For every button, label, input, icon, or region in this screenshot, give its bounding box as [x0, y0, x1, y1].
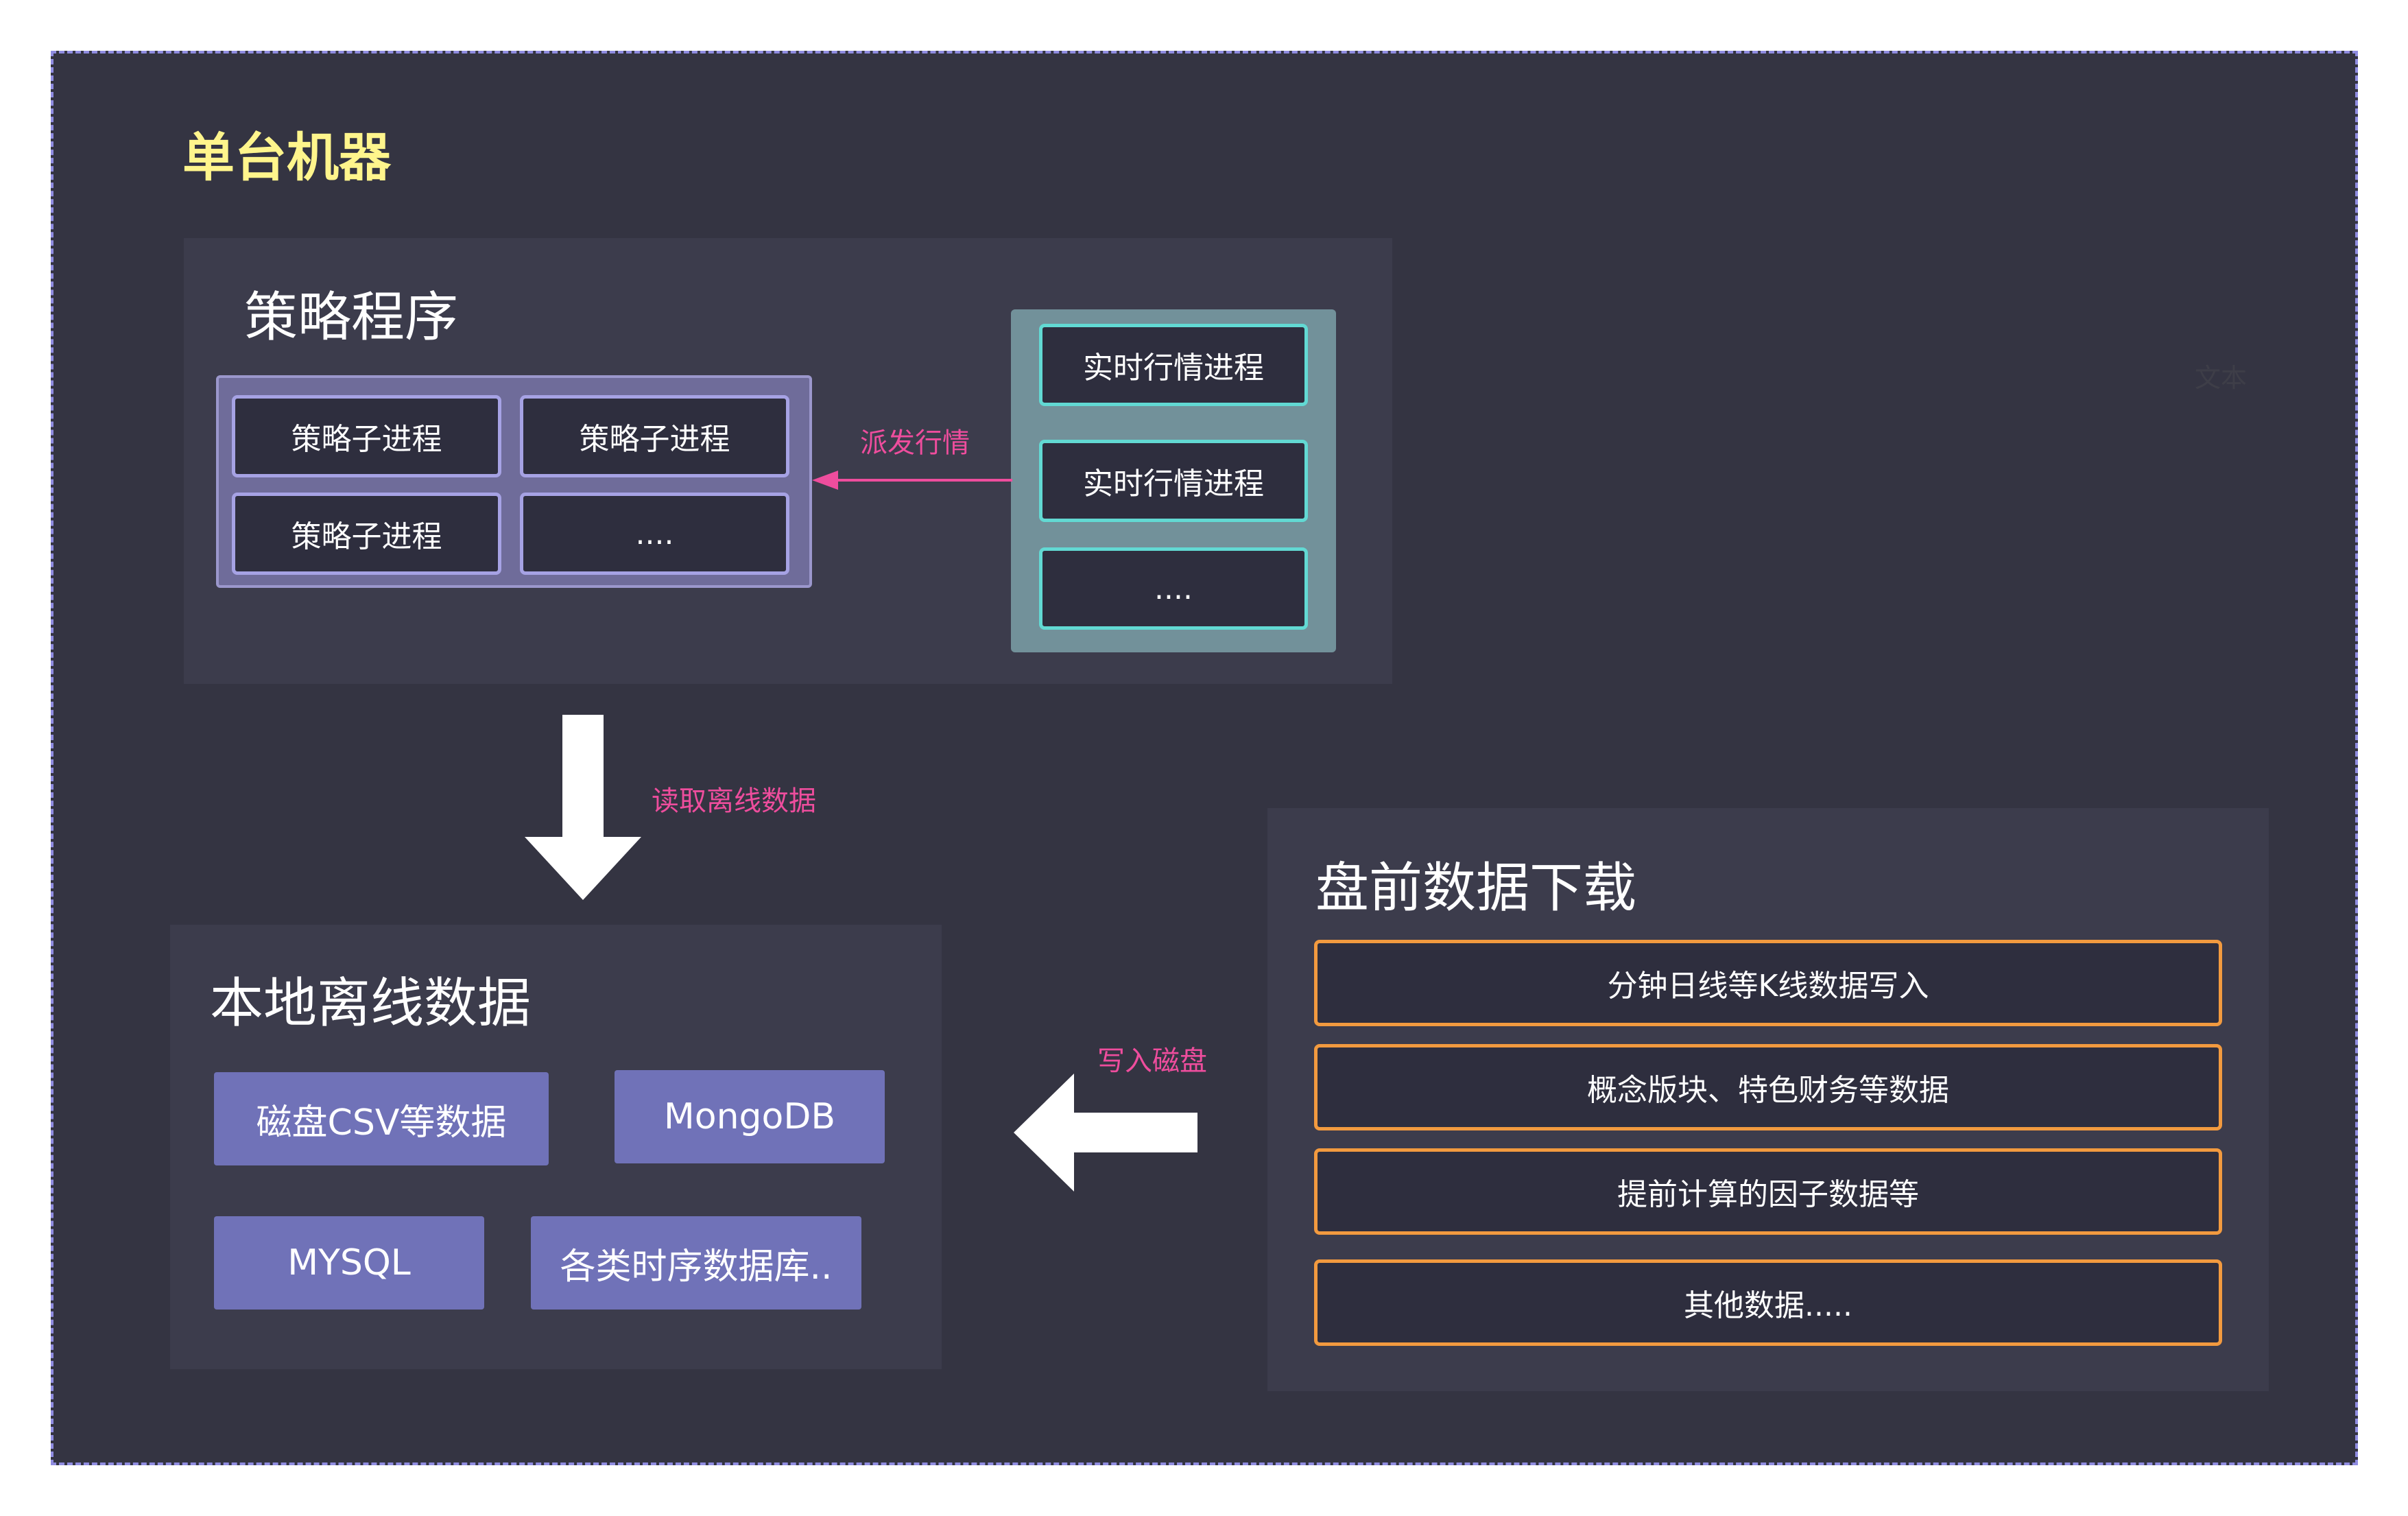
strategy-subprocess-box[interactable]: 策略子进程 — [520, 395, 789, 477]
dispatch-label: 派发行情 — [860, 427, 970, 459]
download-panel-title: 盘前数据下载 — [1315, 857, 1637, 919]
strategy-panel-title: 策略程序 — [244, 287, 459, 348]
write-disk-arrow — [1014, 1074, 1197, 1192]
strategy-subprocess-box[interactable]: 策略子进程 — [232, 493, 501, 575]
local-data-panel-title: 本地离线数据 — [210, 973, 532, 1034]
download-item-box[interactable]: 分钟日线等K线数据写入 — [1314, 940, 2222, 1026]
realtime-process-box[interactable]: 实时行情进程 — [1039, 324, 1308, 406]
realtime-process-more-box[interactable]: .... — [1039, 547, 1308, 630]
download-item-box[interactable]: 概念版块、特色财务等数据 — [1314, 1044, 2222, 1130]
canvas-title: 单台机器 — [182, 127, 391, 188]
realtime-process-box[interactable]: 实时行情进程 — [1039, 440, 1308, 522]
download-item-box[interactable]: 其他数据..... — [1314, 1259, 2222, 1346]
read-offline-arrow — [525, 715, 641, 900]
stray-text-label: 文本 — [2195, 363, 2248, 393]
store-chip[interactable]: MYSQL — [214, 1216, 484, 1310]
read-offline-label: 读取离线数据 — [652, 785, 816, 817]
store-chip[interactable]: 各类时序数据库.. — [531, 1216, 861, 1310]
write-disk-label: 写入磁盘 — [1097, 1045, 1207, 1077]
store-chip[interactable]: 磁盘CSV等数据 — [214, 1072, 549, 1165]
download-item-box[interactable]: 提前计算的因子数据等 — [1314, 1148, 2222, 1235]
dispatch-arrow — [812, 471, 1012, 490]
strategy-subprocess-more-box[interactable]: .... — [520, 493, 789, 575]
store-chip[interactable]: MongoDB — [615, 1070, 885, 1163]
strategy-subprocess-box[interactable]: 策略子进程 — [232, 395, 501, 477]
